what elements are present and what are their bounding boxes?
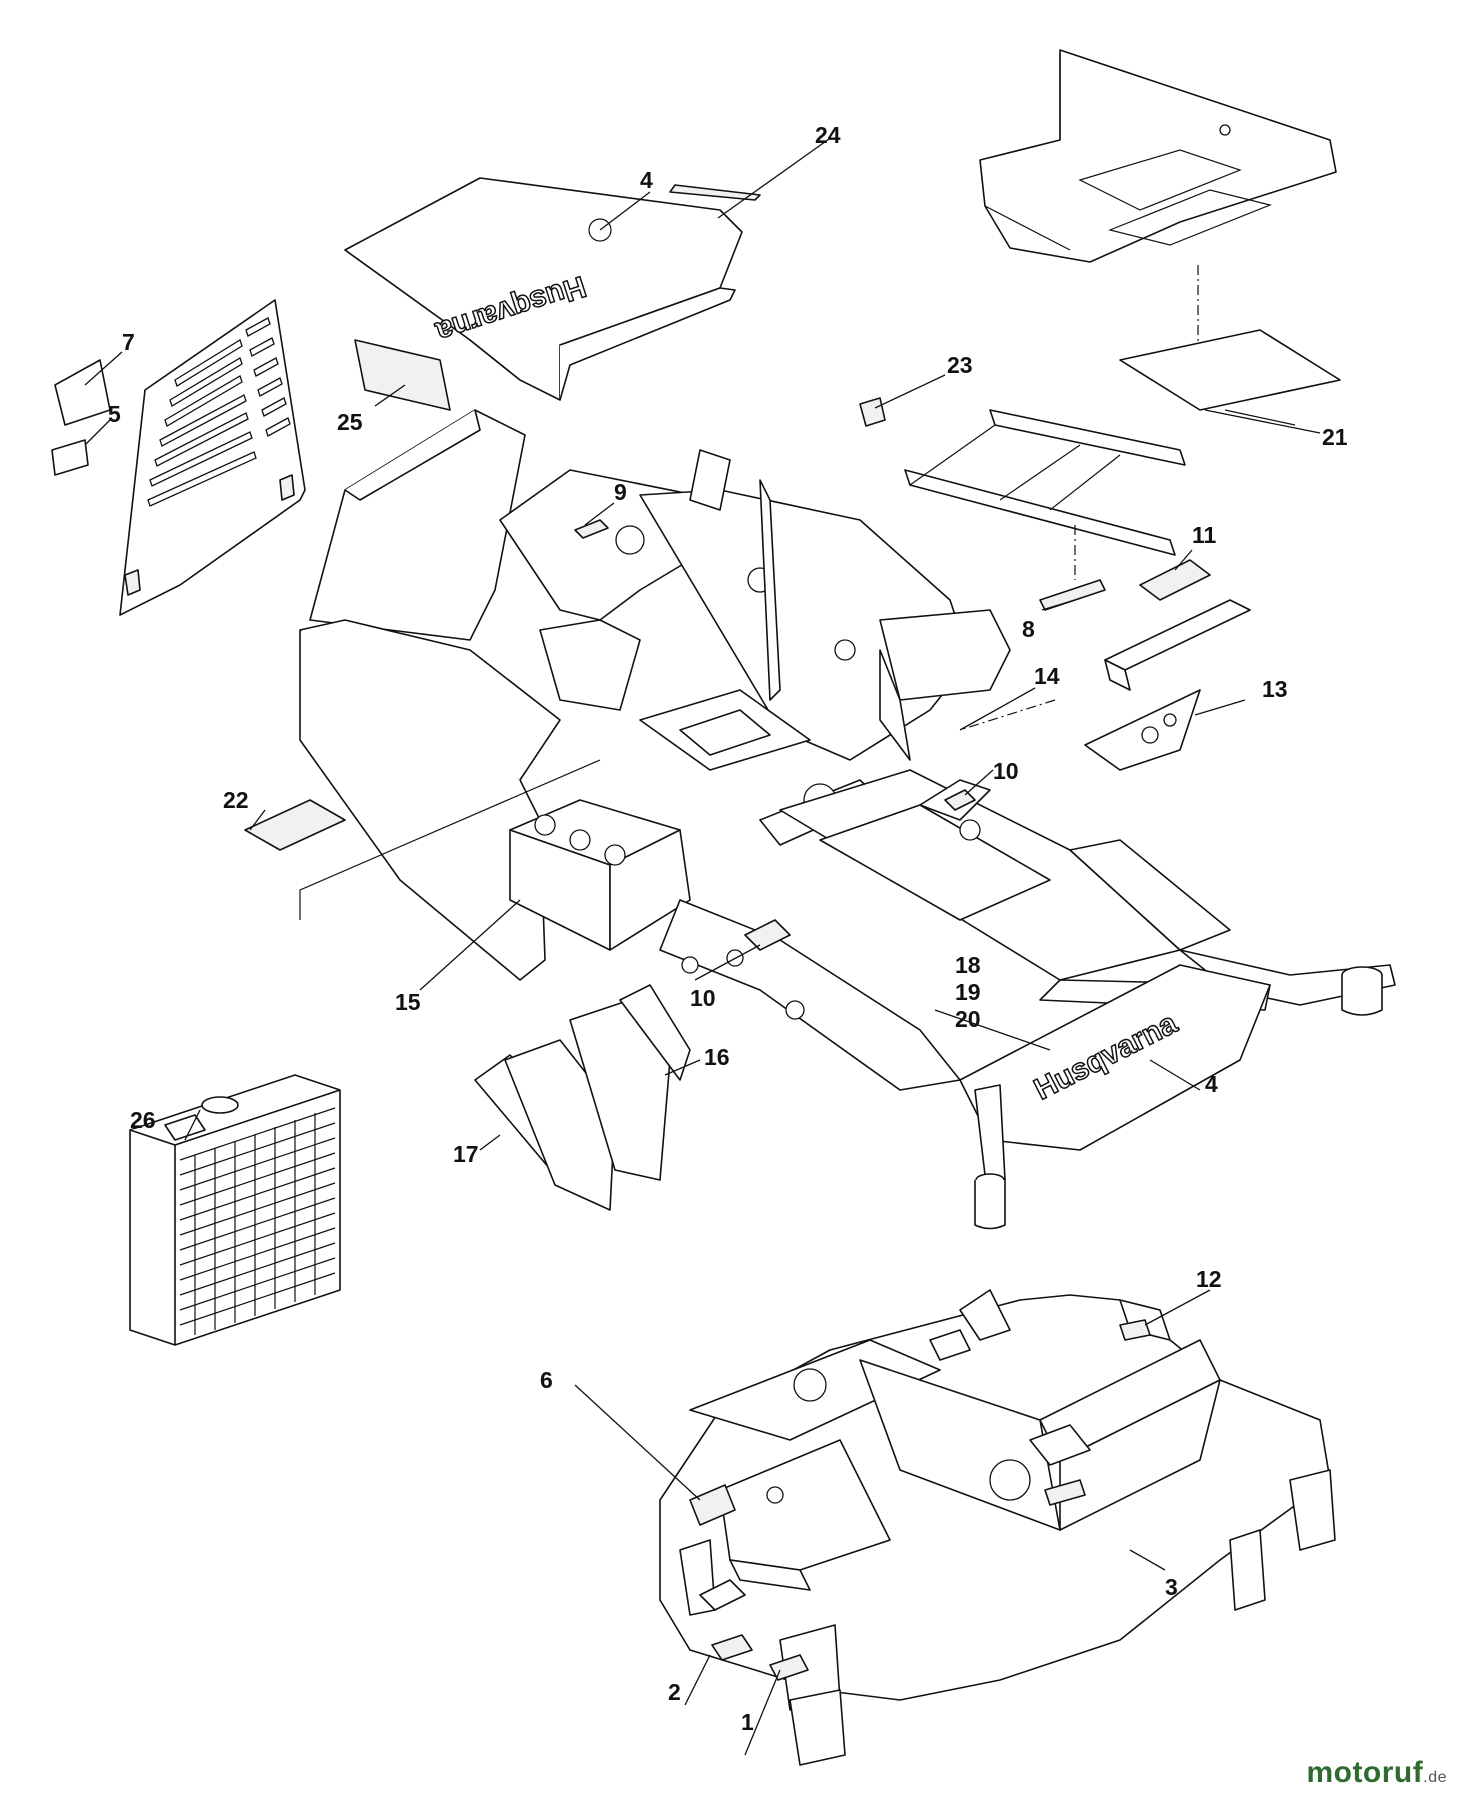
callout-24: 24 [815, 122, 841, 148]
callout-21: 21 [1322, 424, 1348, 450]
hood-part-4: Husqvarna [344, 177, 761, 411]
decal-part-10a [944, 789, 976, 811]
callout-9: 9 [614, 479, 627, 505]
callout-labels: 1 2 3 4 4 5 6 7 8 9 10 10 11 12 13 14 15… [108, 122, 1348, 1735]
callout-25: 25 [337, 409, 363, 435]
decal-part-9 [574, 519, 609, 539]
callout-17: 17 [453, 1141, 479, 1167]
mower-deck [659, 1289, 1336, 1766]
callout-19: 19 [955, 979, 981, 1005]
callout-3: 3 [1165, 1574, 1178, 1600]
callout-18: 18 [955, 952, 981, 978]
callout-7: 7 [122, 329, 135, 355]
decal-part-22 [244, 799, 346, 851]
decal-part-8 [1039, 579, 1106, 611]
hood-strip-part-25 [354, 339, 451, 411]
callout-26: 26 [130, 1107, 156, 1133]
decal-part-2 [711, 1634, 753, 1661]
rear-rail-assembly [904, 409, 1186, 611]
decal-part-12 [1119, 1319, 1151, 1341]
callout-22: 22 [223, 787, 249, 813]
watermark-tld-text: .de [1423, 1769, 1447, 1786]
motoruf-watermark: motoruf.de [1306, 1756, 1447, 1790]
decal-part-7 [54, 359, 111, 426]
floor-pan-part-21 [979, 49, 1341, 434]
callout-5: 5 [108, 401, 121, 427]
callout-4-hood: 4 [640, 167, 653, 193]
plate-part-13 [1084, 689, 1201, 771]
callout-11: 11 [1192, 522, 1217, 548]
bracket-part-11 [1104, 559, 1251, 691]
callout-23: 23 [947, 352, 973, 378]
callout-16: 16 [704, 1044, 730, 1070]
callout-10a: 10 [993, 758, 1019, 784]
callout-13: 13 [1262, 676, 1288, 702]
decal-part-5 [51, 439, 89, 476]
callout-14: 14 [1034, 663, 1060, 689]
callout-4-bumper: 4 [1205, 1071, 1218, 1097]
callout-12: 12 [1196, 1266, 1222, 1292]
callout-20: 20 [955, 1006, 981, 1032]
callout-10b: 10 [690, 985, 716, 1011]
decal-part-6 [689, 1484, 736, 1526]
radiator-part-26 [129, 1074, 341, 1346]
leader-lines [84, 138, 1296, 1756]
decal-part-11 [1139, 559, 1211, 601]
decal-part-23 [859, 397, 886, 427]
decal-part-10b [744, 919, 791, 951]
baffles-part-16-17 [474, 984, 691, 1211]
side-panel-part-5 [51, 299, 306, 616]
watermark-main-text: motoruf [1306, 1756, 1424, 1789]
grille-slots [147, 317, 291, 507]
main-frame: Husqvarna [244, 397, 1396, 1230]
callout-6: 6 [540, 1367, 553, 1393]
callout-8: 8 [1022, 616, 1035, 642]
hood-strip-part-24 [669, 184, 761, 201]
decal-part-1 [769, 1654, 809, 1681]
callout-2: 2 [668, 1679, 681, 1705]
callout-1: 1 [741, 1709, 754, 1735]
callout-15: 15 [395, 989, 421, 1015]
